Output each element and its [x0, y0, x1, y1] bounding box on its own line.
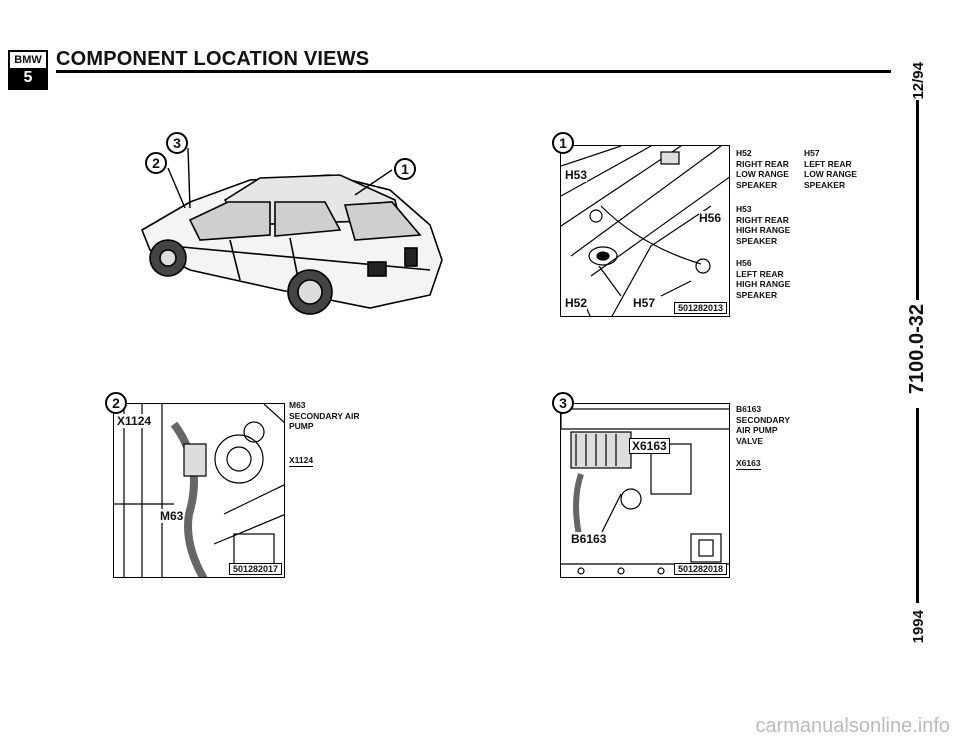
legend-line: RIGHT REAR [736, 158, 789, 169]
fig3-callout: 3 [552, 392, 574, 414]
figure-3-drawing [561, 408, 729, 575]
title-rule [56, 70, 891, 73]
legend-code: H53 [736, 204, 752, 214]
overview-callout-3: 3 [166, 132, 188, 154]
legend-line: RIGHT REAR [736, 214, 789, 225]
legend-line: VALVE [736, 435, 764, 446]
fig1-legend-h57: H57 LEFT REAR LOW RANGE SPEAKER [804, 148, 857, 190]
fig3-part-number: 501282018 [673, 563, 727, 575]
fig3-label-b6163: B6163 [571, 532, 607, 546]
fig2-part-number: 501282017 [228, 563, 282, 575]
legend-code: X1124 [289, 455, 314, 467]
fig1-part-number: 501282013 [673, 302, 727, 314]
fig3-label-x6163: X6163 [629, 438, 670, 454]
car-drawing [141, 147, 443, 315]
legend-line: SECONDARY [736, 414, 790, 425]
fig1-label-h52: H52 [565, 296, 588, 310]
fig2-label-x1124: X1124 [117, 414, 152, 428]
fig1-label-h53: H53 [565, 168, 588, 182]
logo-series: 5 [10, 68, 46, 88]
figure-3-secondary-air-pump-valve: X6163 B6163 501282018 [560, 403, 730, 578]
legend-line: SPEAKER [736, 289, 778, 300]
figure-1-rear-speakers: H53 H56 H52 H57 501282013 [560, 145, 730, 317]
fig1-legend-h52: H52 RIGHT REAR LOW RANGE SPEAKER [736, 148, 789, 190]
page-title: COMPONENT LOCATION VIEWS [56, 48, 370, 70]
legend-line: SPEAKER [736, 179, 778, 190]
legend-line: LOW RANGE [804, 169, 857, 179]
figure-1-drawing [561, 146, 729, 316]
margin-rule-2 [916, 408, 919, 603]
fig1-legend-h53: H53 RIGHT REAR HIGH RANGE SPEAKER [736, 204, 790, 246]
fig1-legend-h56: H56 LEFT REAR HIGH RANGE SPEAKER [736, 258, 790, 300]
fig1-label-h56: H56 [699, 211, 722, 225]
figure-2-drawing [114, 404, 284, 577]
legend-line: SPEAKER [804, 179, 846, 190]
fig2-callout: 2 [105, 392, 127, 414]
legend-line: AIR PUMP [736, 425, 778, 435]
legend-code: H57 [804, 148, 820, 158]
fig2-legend-x1124: X1124 [289, 455, 314, 467]
legend-line: LEFT REAR [736, 268, 784, 279]
legend-code: H52 [736, 148, 752, 158]
legend-code: B6163 [736, 404, 762, 414]
figure-2-secondary-air-pump: X1124 M63 501282017 [113, 403, 285, 578]
fig3-legend-x6163: X6163 [736, 458, 761, 470]
overview-callout-2: 2 [145, 152, 167, 174]
legend-line: PUMP [289, 421, 314, 431]
fig2-legend-m63: M63 SECONDARY AIR PUMP [289, 400, 360, 432]
legend-line: SECONDARY AIR [289, 410, 360, 421]
fig1-label-h57: H57 [633, 296, 656, 310]
overview-callout-1: 1 [394, 158, 416, 180]
legend-line: LOW RANGE [736, 169, 789, 179]
bmw-5-logo: BMW 5 [8, 50, 48, 90]
legend-line: HIGH RANGE [736, 279, 791, 289]
margin-rule-1 [916, 100, 919, 300]
legend-code: X6163 [736, 458, 761, 470]
fig2-label-m63: M63 [160, 509, 184, 523]
legend-code: M63 [289, 400, 306, 410]
legend-line: LEFT REAR [804, 158, 852, 169]
watermark: carmanualsonline.info [755, 715, 950, 737]
margin-date: 12/94 [910, 62, 927, 100]
fig1-callout: 1 [552, 132, 574, 154]
legend-line: HIGH RANGE [736, 225, 791, 235]
car-overview-illustration [130, 130, 450, 330]
legend-line: SPEAKER [736, 235, 778, 246]
margin-year: 1994 [910, 610, 927, 644]
margin-code: 7100.0-32 [906, 304, 928, 395]
legend-code: H56 [736, 258, 752, 268]
fig3-legend-b6163: B6163 SECONDARY AIR PUMP VALVE [736, 404, 790, 446]
